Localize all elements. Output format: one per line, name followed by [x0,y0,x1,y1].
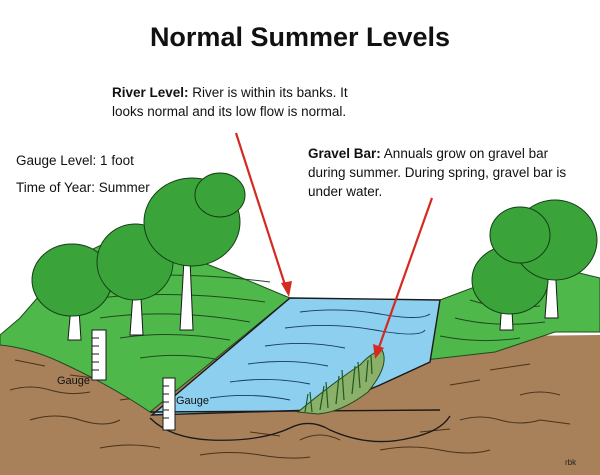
time-of-year-text: Time of Year: Summer [16,180,150,195]
gauge-staff-lower [162,377,176,431]
water-surface-line [149,409,441,413]
water-ripples [209,309,431,401]
river-level-text: River is within its banks. It looks norm… [112,85,348,119]
tree-canopies [31,172,598,317]
gravel-bar-text: Annuals grow on gravel bar during summer… [308,146,567,199]
gauge-staff-upper [91,329,107,381]
gravel-bar-arrow [373,197,434,359]
gauge-label-lower: Gauge [176,395,209,407]
river-level-note: River Level: River is within its banks. … [112,83,372,121]
credit: rbk [565,458,577,467]
gravel-bar-annuals [304,355,373,413]
river-level-label: River Level: [112,85,189,100]
river-level-arrow [234,132,292,297]
gauge-level-text: Gauge Level: 1 foot [16,153,134,168]
gravel-bar-label: Gravel Bar: [308,146,381,161]
channel-bed [149,415,451,443]
gravel-bar-note: Gravel Bar: Annuals grow on gravel bar d… [308,144,578,201]
diagram-title: Normal Summer Levels [149,22,451,52]
gauge-label-upper: Gauge [57,375,90,387]
